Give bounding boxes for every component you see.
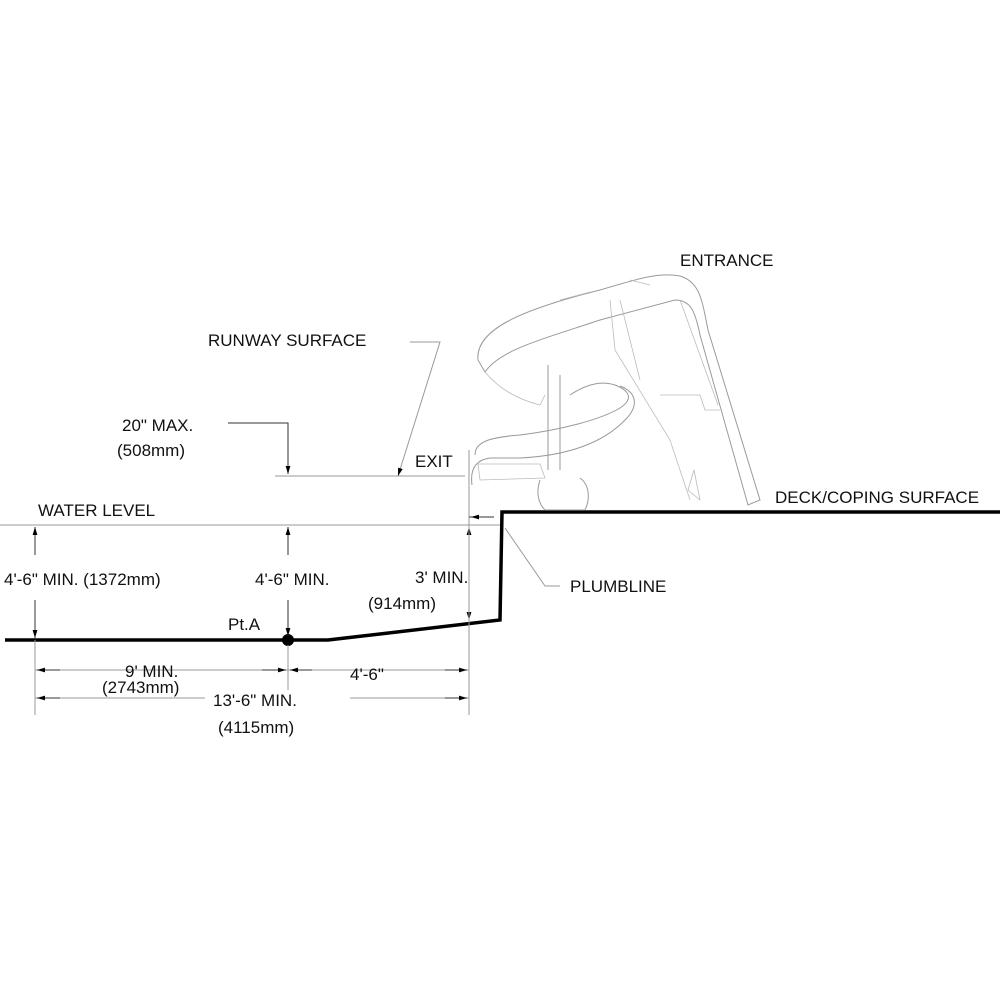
- plumbline-label: PLUMBLINE: [570, 577, 666, 596]
- water-slide-drawing: [471, 274, 761, 511]
- entrance-label: ENTRANCE: [680, 251, 774, 270]
- dist-left-label: 9' MIN.: [125, 662, 178, 681]
- depth-pt-a-label: 4'-6" MIN.: [255, 570, 329, 589]
- max-height-leader: [228, 422, 291, 474]
- pt-a-label: Pt.A: [228, 615, 261, 634]
- water-level-label: WATER LEVEL: [38, 501, 155, 520]
- depth-left-label: 4'-6" MIN. (1372mm): [4, 570, 161, 589]
- dist-left-mm-label: (2743mm): [102, 678, 179, 697]
- depth-exit-mm-label: (914mm): [368, 594, 436, 613]
- runway-leader: [397, 341, 441, 477]
- point-a-marker: [282, 634, 294, 646]
- pool-floor-profile: [5, 510, 1000, 642]
- max-height-mm-label: (508mm): [117, 441, 185, 460]
- runway-surface-label: RUNWAY SURFACE: [208, 331, 366, 350]
- plumbline-leader: [504, 527, 560, 587]
- exit-label: EXIT: [415, 452, 453, 471]
- depth-exit-label: 3' MIN.: [415, 568, 468, 587]
- deck-surface-label: DECK/COPING SURFACE: [775, 488, 979, 507]
- dist-total-label: 13'-6" MIN.: [213, 691, 297, 710]
- dist-total-mm-label: (4115mm): [218, 718, 294, 737]
- max-height-label: 20" MAX.: [122, 416, 193, 435]
- dist-right-label: 4'-6": [350, 665, 384, 684]
